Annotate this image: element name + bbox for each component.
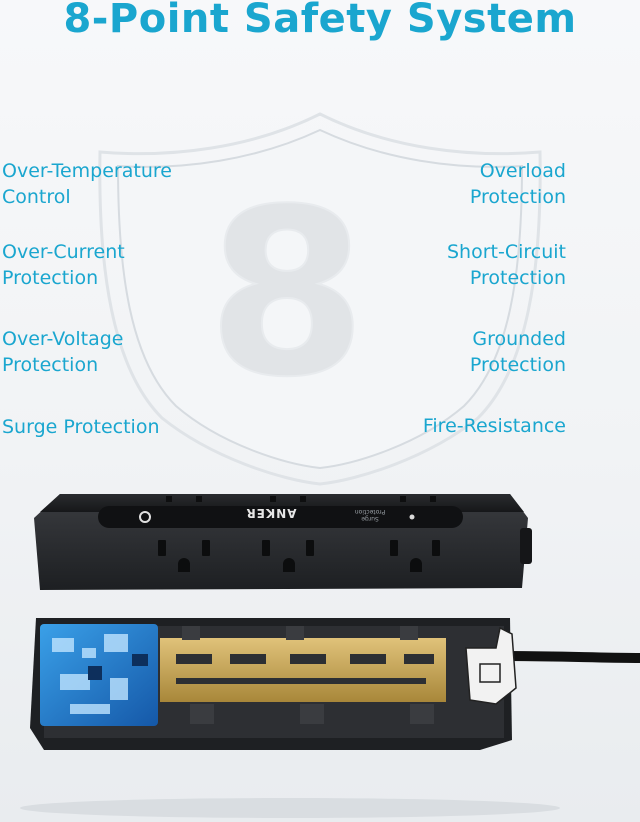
power-strip-image bbox=[20, 494, 640, 818]
page-title: 8-Point Safety System bbox=[63, 0, 577, 42]
brand-logo-text: ANKER bbox=[245, 506, 297, 520]
feature-grounded: Grounded Protection bbox=[469, 328, 566, 376]
feature-over-temperature: Over-Temperature Control bbox=[2, 160, 172, 208]
feature-fire-resistance: Fire-Resistance bbox=[422, 415, 566, 437]
shield-number: 8 bbox=[207, 161, 367, 428]
feature-short-circuit: Short-Circuit Protection bbox=[446, 241, 566, 289]
feature-overload: Overload Protection bbox=[469, 160, 566, 208]
feature-over-current: Over-Current Protection bbox=[2, 241, 125, 289]
surge-indicator-label: Surge Protection bbox=[354, 508, 386, 522]
feature-surge-protection: Surge Protection bbox=[2, 416, 160, 438]
shield-icon: 8 bbox=[98, 112, 542, 486]
feature-over-voltage: Over-Voltage Protection bbox=[2, 328, 124, 376]
